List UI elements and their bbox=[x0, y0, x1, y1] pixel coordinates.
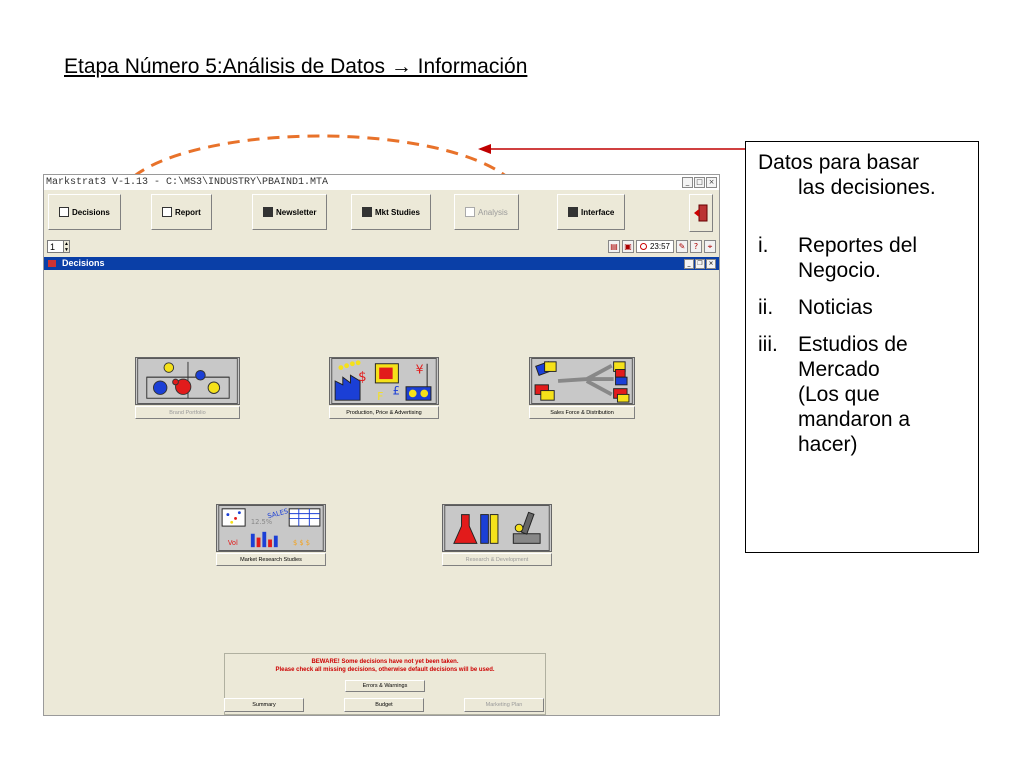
window-controls: _ □ × bbox=[682, 177, 717, 188]
child-window-controls: _ ❐ × bbox=[684, 259, 716, 269]
report-icon bbox=[162, 207, 172, 217]
child-minimize-button[interactable]: _ bbox=[684, 259, 694, 269]
list-item-number: ii. bbox=[758, 296, 774, 319]
info-box: Datos para basar las decisiones. i. Repo… bbox=[745, 141, 979, 553]
mkt-studies-button[interactable]: Mkt Studies bbox=[351, 194, 431, 230]
market-research-caption[interactable]: Market Research Studies bbox=[216, 553, 326, 566]
production-price-caption[interactable]: Production, Price & Advertising bbox=[329, 406, 439, 419]
analysis-label: Analysis bbox=[478, 207, 508, 217]
clock-text: 23:57 bbox=[649, 242, 670, 251]
list-item-number: i. bbox=[758, 234, 769, 257]
franc-glyph: F bbox=[377, 391, 383, 403]
close-button[interactable]: × bbox=[706, 177, 717, 188]
decisions-window-title: Decisions bbox=[62, 258, 105, 268]
research-development-icon bbox=[442, 504, 552, 552]
market-research-icon: 12.5% SALES Vol $ $ $ bbox=[216, 504, 326, 552]
app-title: Markstrat3 V-1.13 - C:\MS3\INDUSTRY\PBAI… bbox=[46, 177, 329, 188]
pound-glyph: £ bbox=[393, 383, 400, 397]
dollar-glyph: $ bbox=[358, 370, 367, 385]
research-development-caption[interactable]: Research & Development bbox=[442, 553, 552, 566]
research-development-tile[interactable]: Research & Development bbox=[442, 504, 552, 568]
interface-icon bbox=[568, 207, 578, 217]
list-item-text: mandaron a bbox=[798, 408, 911, 431]
info-lead-line2: las decisiones. bbox=[798, 176, 936, 199]
slide-title: Etapa Número 5:Análisis de Datos → Infor… bbox=[64, 55, 528, 78]
clock: 23:57 bbox=[635, 240, 674, 253]
exit-button[interactable] bbox=[689, 194, 713, 232]
mkt-studies-icon bbox=[362, 207, 372, 217]
pointer-arrow bbox=[478, 144, 746, 154]
percent-glyph: 12.5% bbox=[251, 518, 272, 526]
list-item: iii. Estudios de Mercado (Los que mandar… bbox=[758, 332, 968, 457]
brand-portfolio-caption[interactable]: Brand Portfolio bbox=[135, 406, 240, 419]
minimize-button[interactable]: _ bbox=[682, 177, 693, 188]
newsletter-label: Newsletter bbox=[276, 207, 317, 217]
decisions-button[interactable]: Decisions bbox=[48, 194, 121, 230]
production-price-advertising-tile[interactable]: $ ¥ £ F Production, Price & Advertising bbox=[329, 357, 439, 421]
list-item: ii. Noticias bbox=[758, 295, 968, 320]
list-item-text: (Los que bbox=[798, 383, 880, 406]
warning-panel: BEWARE! Some decisions have not yet been… bbox=[224, 653, 546, 715]
main-toolbar: Decisions Report Newsletter Mkt Studies … bbox=[44, 191, 719, 236]
list-item-text: Negocio. bbox=[798, 259, 881, 282]
svg-text:$ $ $: $ $ $ bbox=[293, 539, 310, 547]
newsletter-icon bbox=[263, 207, 273, 217]
mkt-studies-label: Mkt Studies bbox=[375, 207, 420, 217]
status-icons: ▤ ▣ 23:57 ✎ ? ⌖ bbox=[607, 240, 716, 253]
summary-button[interactable]: Summary bbox=[224, 698, 304, 712]
status-bar: 1 ▲▼ ▤ ▣ 23:57 ✎ ? ⌖ bbox=[44, 238, 719, 256]
decisions-icon bbox=[59, 207, 69, 217]
report-button[interactable]: Report bbox=[151, 194, 212, 230]
analysis-button[interactable]: Analysis bbox=[454, 194, 519, 230]
decisions-window-titlebar: Decisions _ ❐ × bbox=[44, 257, 719, 270]
vol-glyph: Vol bbox=[228, 539, 238, 547]
warning-line-2: Please check all missing decisions, othe… bbox=[275, 667, 495, 673]
errors-warnings-button[interactable]: Errors & Warnings bbox=[345, 680, 425, 692]
yen-glyph: ¥ bbox=[416, 361, 424, 376]
help-icon[interactable]: ? bbox=[690, 240, 702, 253]
list-item-text: Reportes del bbox=[798, 234, 918, 257]
tools-icon[interactable]: ✎ bbox=[676, 240, 688, 253]
child-close-button[interactable]: × bbox=[706, 259, 716, 269]
pointer-help-icon[interactable]: ⌖ bbox=[704, 240, 716, 253]
print-icon[interactable]: ▤ bbox=[607, 240, 620, 253]
info-lead-line1: Datos para basar bbox=[758, 151, 920, 174]
sales-force-icon bbox=[529, 357, 635, 405]
save-icon[interactable]: ▣ bbox=[621, 240, 634, 253]
maximize-button[interactable]: □ bbox=[694, 177, 705, 188]
brand-portfolio-tile[interactable]: Brand Portfolio bbox=[135, 357, 240, 421]
child-restore-button[interactable]: ❐ bbox=[695, 259, 705, 269]
app-titlebar: Markstrat3 V-1.13 - C:\MS3\INDUSTRY\PBAI… bbox=[44, 175, 719, 190]
list-item-number: iii. bbox=[758, 333, 778, 356]
analysis-icon bbox=[465, 207, 475, 217]
brand-portfolio-icon bbox=[135, 357, 240, 405]
decisions-window-icon bbox=[48, 260, 56, 267]
decisions-label: Decisions bbox=[72, 207, 110, 217]
list-item-text: Noticias bbox=[798, 296, 873, 319]
clock-icon bbox=[639, 243, 647, 250]
list-item-text: Mercado bbox=[798, 358, 880, 381]
interface-label: Interface bbox=[581, 207, 615, 217]
list-item-text: Estudios de bbox=[798, 333, 908, 356]
budget-button[interactable]: Budget bbox=[344, 698, 424, 712]
info-lead: Datos para basar las decisiones. bbox=[758, 150, 968, 200]
sales-force-caption[interactable]: Sales Force & Distribution bbox=[529, 406, 635, 419]
warning-line-1: BEWARE! Some decisions have not yet been… bbox=[311, 659, 459, 665]
sales-force-distribution-tile[interactable]: Sales Force & Distribution bbox=[529, 357, 635, 421]
marketing-plan-button[interactable]: Marketing Plan bbox=[464, 698, 544, 712]
interface-button[interactable]: Interface bbox=[557, 194, 626, 230]
period-spin-arrows[interactable]: ▲▼ bbox=[63, 240, 70, 253]
production-price-icon: $ ¥ £ F bbox=[329, 357, 439, 405]
exit-door-icon bbox=[694, 204, 708, 222]
list-item-text: hacer) bbox=[798, 433, 858, 456]
report-label: Report bbox=[175, 207, 201, 217]
market-research-studies-tile[interactable]: 12.5% SALES Vol $ $ $ Market Research St… bbox=[216, 504, 326, 568]
newsletter-button[interactable]: Newsletter bbox=[252, 194, 328, 230]
app-window: Markstrat3 V-1.13 - C:\MS3\INDUSTRY\PBAI… bbox=[43, 174, 720, 716]
